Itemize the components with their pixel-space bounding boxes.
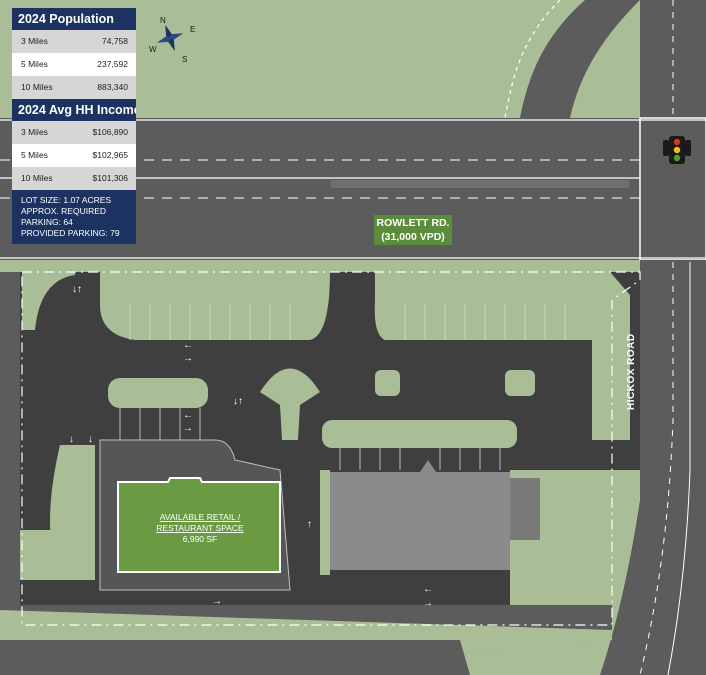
traffic-arrows: ↓↑ ← → ← → ↓↑ ↓ ↓ ↑ → ← → <box>69 284 433 609</box>
hickox-road-south <box>600 260 706 675</box>
lot-details: LOT SIZE: 1.07 ACRES APPROX. REQUIRED PA… <box>12 190 136 244</box>
demographics-panel: 2024 Population 3 Miles 74,758 5 Miles 2… <box>12 8 136 244</box>
svg-text:↑: ↑ <box>307 519 312 530</box>
neighbor-building <box>330 460 510 570</box>
income-row-10mi: 10 Miles $101,306 <box>12 167 136 190</box>
population-row-3mi: 3 Miles 74,758 <box>12 30 136 53</box>
island-middle-west <box>108 378 208 408</box>
traffic-light-icon <box>663 136 691 164</box>
island-north-east <box>374 272 630 440</box>
svg-text:→: → <box>212 596 222 607</box>
svg-text:↓: ↓ <box>69 434 74 445</box>
population-title: 2024 Population <box>12 8 136 30</box>
income-row-3mi: 3 Miles $106,890 <box>12 121 136 144</box>
svg-text:←: ← <box>183 410 193 421</box>
island-tree <box>260 368 320 440</box>
property-boundary <box>21 271 641 626</box>
svg-text:↓↑: ↓↑ <box>72 284 82 295</box>
svg-text:→: → <box>183 353 193 364</box>
svg-text:↓↑: ↓↑ <box>233 396 243 407</box>
compass-rose-icon <box>156 24 184 52</box>
income-row-5mi: 5 Miles $102,965 <box>12 144 136 167</box>
compass-west: W <box>149 45 157 54</box>
curved-access-road <box>520 0 640 118</box>
island-north-west <box>100 272 330 340</box>
svg-text:→: → <box>183 423 193 434</box>
svg-text:↓: ↓ <box>88 434 93 445</box>
compass-north: N <box>160 16 166 25</box>
svg-text:→: → <box>423 598 433 609</box>
population-row-5mi: 5 Miles 237,592 <box>12 53 136 76</box>
parking-stalls <box>119 305 566 470</box>
rowlett-road-label: ROWLETT RD. (31,000 VPD) <box>374 215 452 245</box>
available-space-label: AVAILABLE RETAIL / RESTAURANT SPACE 6,99… <box>156 512 244 544</box>
population-row-10mi: 10 Miles 883,340 <box>12 76 136 99</box>
hickox-road-label: HICKOX ROAD <box>626 333 637 410</box>
compass-south: S <box>182 55 188 64</box>
svg-text:←: ← <box>183 340 193 351</box>
svg-text:←: ← <box>423 584 433 595</box>
available-building <box>117 477 281 573</box>
compass-east: E <box>190 25 196 34</box>
income-title: 2024 Avg HH Income <box>12 99 136 121</box>
